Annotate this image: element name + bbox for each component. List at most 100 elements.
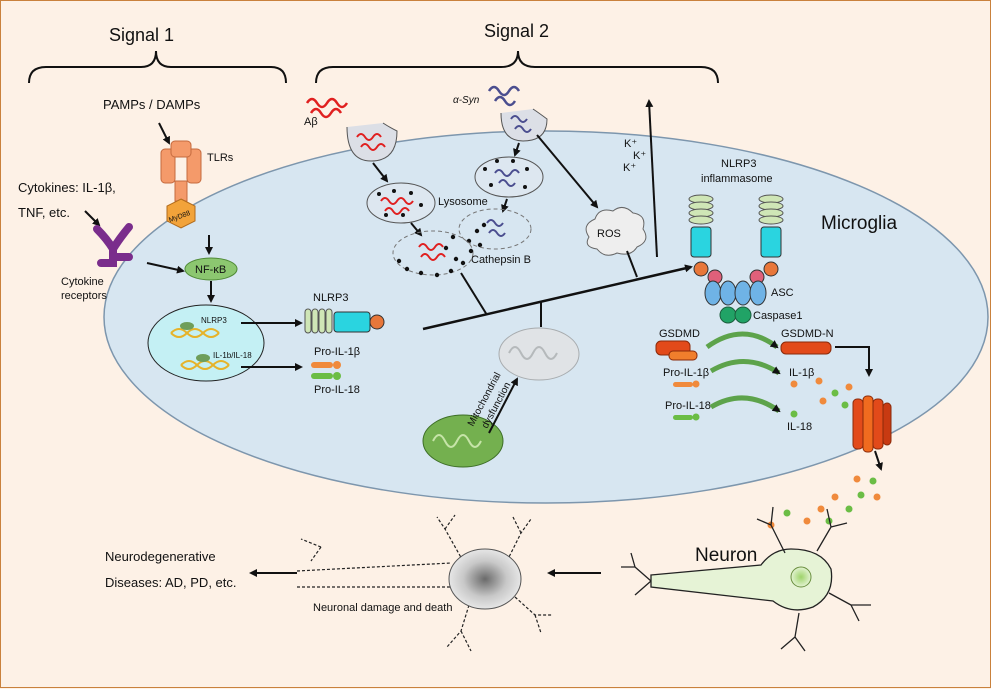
asyn-lysosome-arrow <box>501 198 509 213</box>
lysosome-abeta-fibril <box>380 197 414 215</box>
gsdmd-pore <box>852 395 892 453</box>
abeta-label: Aβ <box>304 116 318 128</box>
pro-il1b-label: Pro-IL-1β <box>314 346 360 358</box>
signal1-title: Signal 1 <box>109 25 174 45</box>
asyn-label: α-Syn <box>453 95 480 106</box>
microglia-label: Microglia <box>821 213 897 234</box>
disease-label-1: Neurodegenerative <box>105 549 216 564</box>
neuron-label: Neuron <box>695 545 757 566</box>
lysosome-label: Lysosome <box>438 196 488 208</box>
damaged-neuron-soma <box>448 548 522 610</box>
pro-il1b-icon <box>311 361 341 369</box>
il18-label: IL-18 <box>787 421 812 433</box>
cytokines-arrow <box>84 210 101 227</box>
mitochondrion-grey <box>498 327 580 381</box>
abeta-vesicle-arrow <box>372 162 389 183</box>
nfkb-node <box>184 257 238 281</box>
il18-cleavage-arrow <box>709 395 781 414</box>
signal1-brace <box>28 50 287 84</box>
gsdmd-n-protein <box>780 341 832 355</box>
cytokine-receptors-label-2: receptors <box>61 290 107 302</box>
lysosome-asyn-fibril <box>494 169 520 187</box>
pamps-arrow <box>158 122 170 145</box>
caspase1-label: Caspase1 <box>753 310 803 322</box>
nucleus-il-label: IL-1b/IL-18 <box>213 351 252 360</box>
asc-oligomer <box>704 280 767 306</box>
dna-helix-2 <box>180 354 230 370</box>
convergence-line <box>422 264 693 331</box>
cytokine-receptor <box>93 223 133 267</box>
asyn-fibril-inner <box>510 115 532 133</box>
il1b-dot <box>790 380 798 388</box>
lysosome-asyn-dots <box>483 159 529 189</box>
ruptured-abeta-fibril <box>418 243 446 261</box>
lysosome-branch <box>460 272 488 316</box>
gsdmd-n-label: GSDMD-N <box>781 328 834 340</box>
nucleus <box>147 304 265 382</box>
ruptured-lysosome-abeta <box>392 230 474 276</box>
pro-il18-label: Pro-IL-18 <box>314 384 360 396</box>
disease-label-2: Diseases: AD, PD, etc. <box>105 575 237 590</box>
signal2-title: Signal 2 <box>484 21 549 41</box>
ruptured-lysosome-asyn <box>458 208 532 250</box>
gsdmd-label: GSDMD <box>659 328 700 340</box>
cathepsin-dots <box>396 222 487 278</box>
abeta-fibril-outside-2 <box>309 107 343 119</box>
inflammasome-title-1: NLRP3 <box>721 158 756 170</box>
signal2-brace <box>315 50 719 84</box>
abeta-vesicle <box>346 122 398 162</box>
mito-dysfunction-arrow <box>488 377 518 434</box>
inflammasome-pro-il18-label: Pro-IL-18 <box>665 400 711 412</box>
nucleus-nlrp3-label: NLRP3 <box>201 316 227 325</box>
pore-release-arrow <box>874 450 883 471</box>
cytokines-label-1: Cytokines: IL-1β, <box>18 180 116 195</box>
asc-label: ASC <box>771 287 794 299</box>
k-label-1: K⁺ <box>624 138 637 150</box>
dna-helix-1 <box>170 322 220 338</box>
caspase1-dimer <box>719 306 752 324</box>
healthy-neuron <box>621 506 871 652</box>
cytokines-label-2: TNF, etc. <box>18 205 70 220</box>
nlrp3-protein <box>304 308 385 334</box>
inflammasome-pro-il1b-icon <box>673 380 700 388</box>
asyn-to-ros-arrow <box>536 134 599 209</box>
inflammasome-left-arm <box>688 194 723 285</box>
nfkb-label: NF-κB <box>195 264 226 276</box>
asyn-fibril-outside <box>487 85 521 107</box>
healthy-neuron-nucleus <box>790 566 812 588</box>
gsdmd-protein <box>655 340 698 361</box>
inflammasome-title-2: inflammasome <box>701 173 773 185</box>
abeta-fibril-inner <box>356 133 386 151</box>
lysosome-to-rupture-arrow <box>410 222 423 237</box>
inflammasome-pro-il18-icon <box>673 413 700 421</box>
gsdmd-n-to-pore-arrow <box>835 346 873 377</box>
inflammasome-pro-il1b-label: Pro-IL-1β <box>663 367 709 379</box>
cytokine-receptors-label-1: Cytokine <box>61 276 104 288</box>
ros-label: ROS <box>597 228 621 240</box>
ros-cloud <box>585 207 647 256</box>
inflammasome-right-arm <box>749 194 784 285</box>
tlrs-label: TLRs <box>207 152 234 164</box>
k-label-3: K⁺ <box>623 162 636 174</box>
lysosome-abeta <box>366 182 436 224</box>
released-cytokines <box>767 377 881 529</box>
cathepsin-label: Cathepsin B <box>471 254 531 266</box>
mitochondrion-green <box>422 414 504 468</box>
ruptured-asyn-fibril <box>486 219 506 237</box>
nlrp3-product-label: NLRP3 <box>313 292 348 304</box>
abeta-fibril-outside <box>305 97 349 109</box>
damage-label: Neuronal damage and death <box>313 602 452 614</box>
asyn-vesicle-arrow <box>513 142 521 157</box>
k-label-2: K⁺ <box>633 150 646 162</box>
il1b-cleavage-arrow <box>709 359 781 376</box>
damaged-neuron <box>296 514 553 652</box>
lysosome-abeta-dots <box>377 189 423 217</box>
tlr-receptor <box>160 140 202 229</box>
asyn-vesicle <box>500 108 548 142</box>
pamps-label: PAMPs / DAMPs <box>103 97 201 112</box>
il18-dot <box>790 410 798 418</box>
receptor-to-nfkb-arrow <box>146 262 185 274</box>
lysosome-asyn <box>474 156 544 198</box>
